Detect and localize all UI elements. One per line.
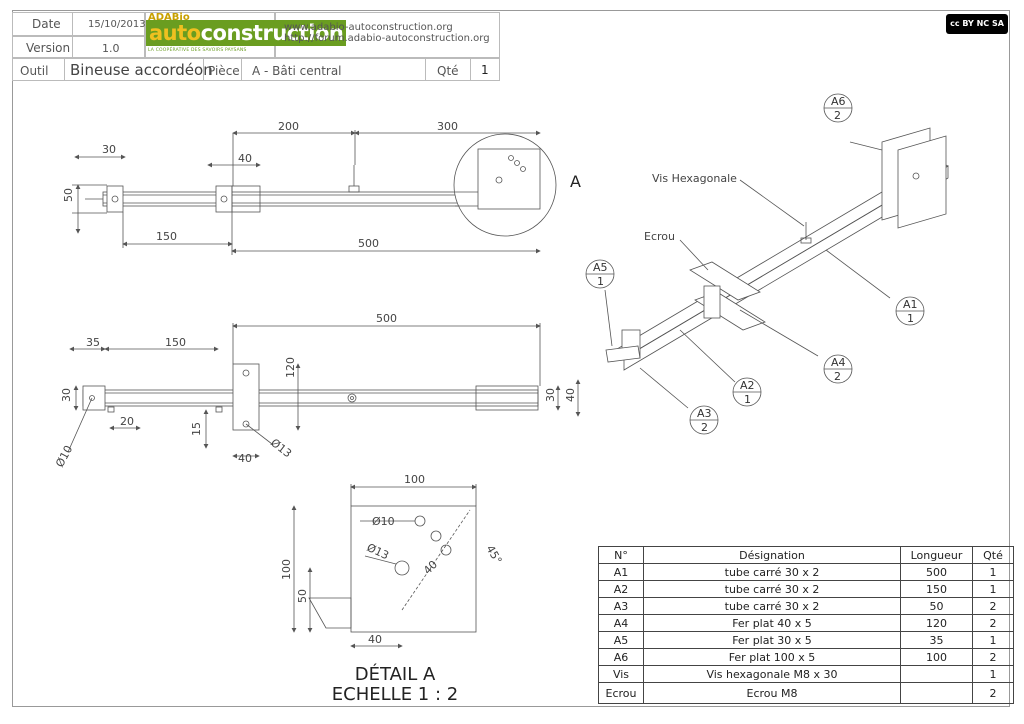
dim-text: Ø10 [53, 443, 75, 469]
part-value: A - Bâti central [252, 64, 342, 78]
dim-text: 50 [296, 589, 309, 603]
svg-text:1: 1 [907, 312, 914, 325]
detail-view [291, 484, 477, 649]
dim-text: 500 [358, 237, 379, 250]
svg-text:2: 2 [701, 421, 708, 434]
balloon-a1: A11 [895, 296, 925, 326]
svg-text:A3: A3 [697, 407, 712, 420]
qty-value: 1 [481, 63, 489, 77]
dim-text: 40 [564, 388, 577, 402]
svg-text:2: 2 [834, 370, 841, 383]
isometric-view [604, 127, 949, 409]
qty-value-cell [470, 58, 500, 81]
detail-marker: A [570, 172, 581, 191]
part-label: Pièce [208, 64, 240, 78]
svg-text:A4: A4 [831, 356, 846, 369]
front-view [67, 323, 581, 459]
dim-text: 30 [544, 388, 557, 402]
dim-text: 15 [190, 422, 203, 436]
tool-label: Outil [20, 64, 49, 78]
balloon-a3: A32 [689, 405, 719, 435]
svg-text:2: 2 [834, 109, 841, 122]
svg-text:A5: A5 [593, 261, 608, 274]
balloon-a2: A21 [732, 377, 762, 407]
detail-scale: ECHELLE 1 : 2 [331, 684, 459, 705]
url-forum[interactable]: http://forum.adabio-autoconstruction.org [284, 33, 490, 44]
dim-text: 45° [483, 543, 504, 566]
dim-text: 35 [86, 336, 100, 349]
dim-text: 40 [238, 152, 252, 165]
dim-text: 50 [62, 188, 75, 202]
balloon-a6: A62 [823, 93, 853, 123]
value-col [72, 12, 145, 58]
cc-license-badge: cc BY NC SA [946, 14, 1008, 34]
dim-text: 30 [102, 143, 116, 156]
version-value: 1.0 [102, 42, 120, 55]
balloon-a4: A42 [823, 354, 853, 384]
date-label: Date [32, 17, 61, 31]
balloon-a5: A51 [585, 259, 615, 289]
dim-text: 20 [120, 415, 134, 428]
tool-value-cell [64, 58, 204, 81]
dim-text: 300 [437, 120, 458, 133]
dim-text: 150 [156, 230, 177, 243]
dim-text: 100 [280, 559, 293, 580]
svg-text:A1: A1 [903, 298, 918, 311]
tool-value: Bineuse accordéon [70, 61, 213, 79]
dim-text: 40 [238, 452, 252, 465]
dim-text: Ø10 [372, 515, 395, 528]
qty-label: Qté [437, 64, 459, 78]
svg-text:1: 1 [597, 275, 604, 288]
logo-adabio: ADABio [148, 12, 190, 23]
date-value: 15/10/2013 [88, 19, 146, 30]
label-vis-hexagonale: Vis Hexagonale [652, 172, 737, 185]
dim-text: 100 [404, 473, 425, 486]
version-label: Version [26, 41, 71, 55]
dim-text: 500 [376, 312, 397, 325]
dim-text: 40 [368, 633, 382, 646]
dim-text: 150 [165, 336, 186, 349]
url-website[interactable]: www.adabio-autoconstruction.org [284, 22, 453, 33]
part-value-cell [241, 58, 426, 81]
label-ecrou: Ecrou [644, 230, 675, 243]
dim-text: 30 [60, 388, 73, 402]
detail-title: DÉTAIL A [354, 664, 436, 685]
svg-text:1: 1 [744, 393, 751, 406]
dim-text: 200 [278, 120, 299, 133]
logo-tagline: LA COOPÉRATIVE DES SAVOIRS PAYSANS [148, 48, 247, 53]
dim-text: 120 [284, 357, 297, 378]
svg-text:A2: A2 [740, 379, 755, 392]
logo-autoconstruction: autoconstruction [146, 20, 347, 46]
top-view [72, 130, 557, 255]
dim-text: Ø13 [268, 436, 294, 460]
drawing-sheet [12, 10, 1010, 707]
svg-text:A6: A6 [831, 95, 846, 108]
